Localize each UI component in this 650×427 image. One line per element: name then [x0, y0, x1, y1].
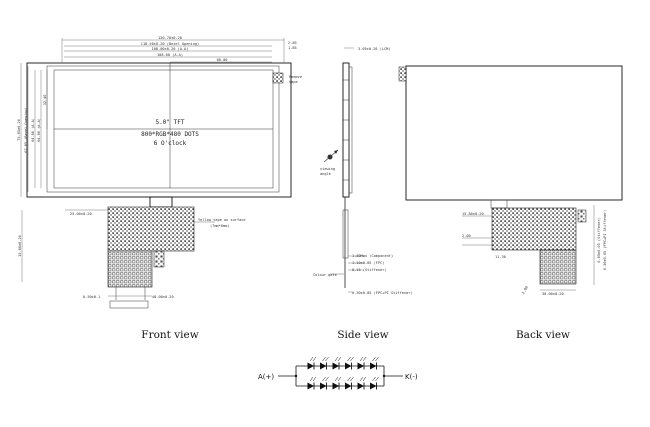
back-fpc-tail: [539, 249, 577, 285]
dim-right-2: 1.85: [288, 46, 297, 50]
back-fpc-body: [491, 207, 577, 251]
back-dim-left-2: 2.00: [462, 234, 471, 238]
side-bottom-dim: 0.30±0.05 (FPC+PI Stiffener): [352, 291, 413, 295]
led-diode-icon: [370, 362, 377, 370]
led-diode-icon: [332, 362, 339, 370]
dim-top-5: 60.00: [217, 58, 228, 62]
dim-top-1: 120.70±0.20: [158, 36, 182, 40]
dim-top-4: 108.00 (A.A): [157, 53, 183, 57]
dim-top-2: 118.50±0.20 (Bezel Opening): [141, 42, 199, 46]
dim-bottom-1: 25.00±0.20: [70, 212, 92, 216]
led-circuit: A(+) K(-): [258, 356, 418, 390]
side-backlight: [348, 66, 353, 194]
led-diode-icon: [320, 362, 327, 370]
back-dim-right-2: 0.30±0.05 (FPC+PI Stiffener): [603, 210, 607, 271]
led-diode-icon: [357, 382, 364, 390]
side-fpc-dim-3: 0.15 (Stiffener): [352, 268, 387, 272]
side-fpc-stiffener: [342, 209, 349, 259]
led-diode-icon: [357, 362, 364, 370]
back-outline: [405, 65, 623, 201]
dim-fpc-left: 15.80±0.20: [18, 235, 22, 257]
back-dim-left-3: 11.30: [495, 255, 506, 259]
fpc-tail: [107, 250, 153, 288]
remove-tape-note: Remove: [289, 75, 302, 79]
fpc-neck: [149, 196, 173, 208]
back-view: 15.80±0.20 2.00 11.30 0.85±0.05 (Stiffen…: [398, 65, 623, 341]
dim-left-5: 32.40: [43, 95, 47, 106]
viewing-label: viewing: [320, 167, 335, 171]
back-stiffener-marker: [577, 209, 587, 223]
panel-label: 5.0" TFT: [156, 119, 185, 126]
dim-left-4: 64.80 (A.A): [37, 118, 41, 142]
remove-tape-marker: [272, 72, 284, 84]
led-diode-icon: [345, 382, 352, 390]
dim-bottom-3: 40.00±0.20: [152, 295, 174, 299]
view-direction-label: 6 O'clock: [154, 140, 187, 147]
eye-icon: [323, 149, 339, 163]
fpc-body: [107, 206, 195, 252]
led-row-bottom: [296, 376, 384, 390]
side-view: 3.05±0.20 (LCM) viewing angle 1.80Max (C…: [313, 47, 413, 341]
viewing-label-2: angle: [320, 172, 331, 176]
dim-left-2: 67.85 (Bezel Opening): [24, 107, 28, 152]
side-fpc-dim-1: 1.80Max (Component): [352, 254, 393, 258]
front-outline: [26, 62, 292, 198]
dim-left-1: 75.85±0.20: [17, 119, 21, 141]
anode-label: A(+): [258, 373, 274, 381]
side-fpc-dim-2: 1.10±0.05 (FPC): [352, 261, 384, 265]
dim-top-3: 108.00±0.20 (A.A): [152, 47, 189, 51]
resolution-label: 800*RGB*480 DOTS: [141, 131, 199, 138]
remove-tape-note-2: tape: [289, 80, 298, 84]
side-top-dim: 3.05±0.20 (LCM): [358, 47, 390, 51]
side-view-caption: Side view: [337, 329, 388, 341]
side-cover-label: Colour gate: [313, 273, 337, 277]
back-dim-left-1: 15.80±0.20: [462, 212, 484, 216]
front-view-caption: Front view: [141, 329, 198, 341]
side-notches: [343, 79, 349, 181]
front-view: 120.70±0.20 118.50±0.20 (Bezel Opening) …: [17, 36, 302, 341]
back-dim-right-1: 0.85±0.05 (Stiffener): [597, 217, 601, 262]
cathode-label: K(-): [405, 373, 418, 381]
dim-left-3: 64.80 (A.A): [31, 118, 35, 142]
yellow-tape: [153, 250, 165, 268]
dim-right-1: 2.85: [288, 41, 297, 45]
back-dim-bottom-2: 2.00: [521, 285, 529, 294]
back-view-caption: Back view: [516, 329, 570, 341]
back-tape-marker: [398, 66, 407, 82]
back-dim-bottom-1: 30.00±0.20: [542, 292, 564, 296]
led-row-top: [296, 356, 384, 370]
led-diode-icon: [370, 382, 377, 390]
led-diode-icon: [332, 382, 339, 390]
led-diode-icon: [307, 382, 314, 390]
yellow-tape-note: Yellow tape on surface: [198, 218, 246, 222]
fpc-width-box: [109, 300, 149, 309]
led-diode-icon: [345, 362, 352, 370]
yellow-tape-note-2: (7mm*6mm): [210, 224, 229, 228]
left-dimension-stack: 75.85±0.20 67.85 (Bezel Opening) 64.80 (…: [17, 63, 48, 282]
back-fpc-neck: [490, 199, 508, 209]
led-diode-icon: [307, 362, 314, 370]
side-module: [342, 62, 350, 198]
led-diode-icon: [320, 382, 327, 390]
dim-bottom-2: 0.50±0.1: [83, 295, 100, 299]
top-dimension-stack: 120.70±0.20 118.50±0.20 (Bezel Opening) …: [61, 36, 297, 63]
